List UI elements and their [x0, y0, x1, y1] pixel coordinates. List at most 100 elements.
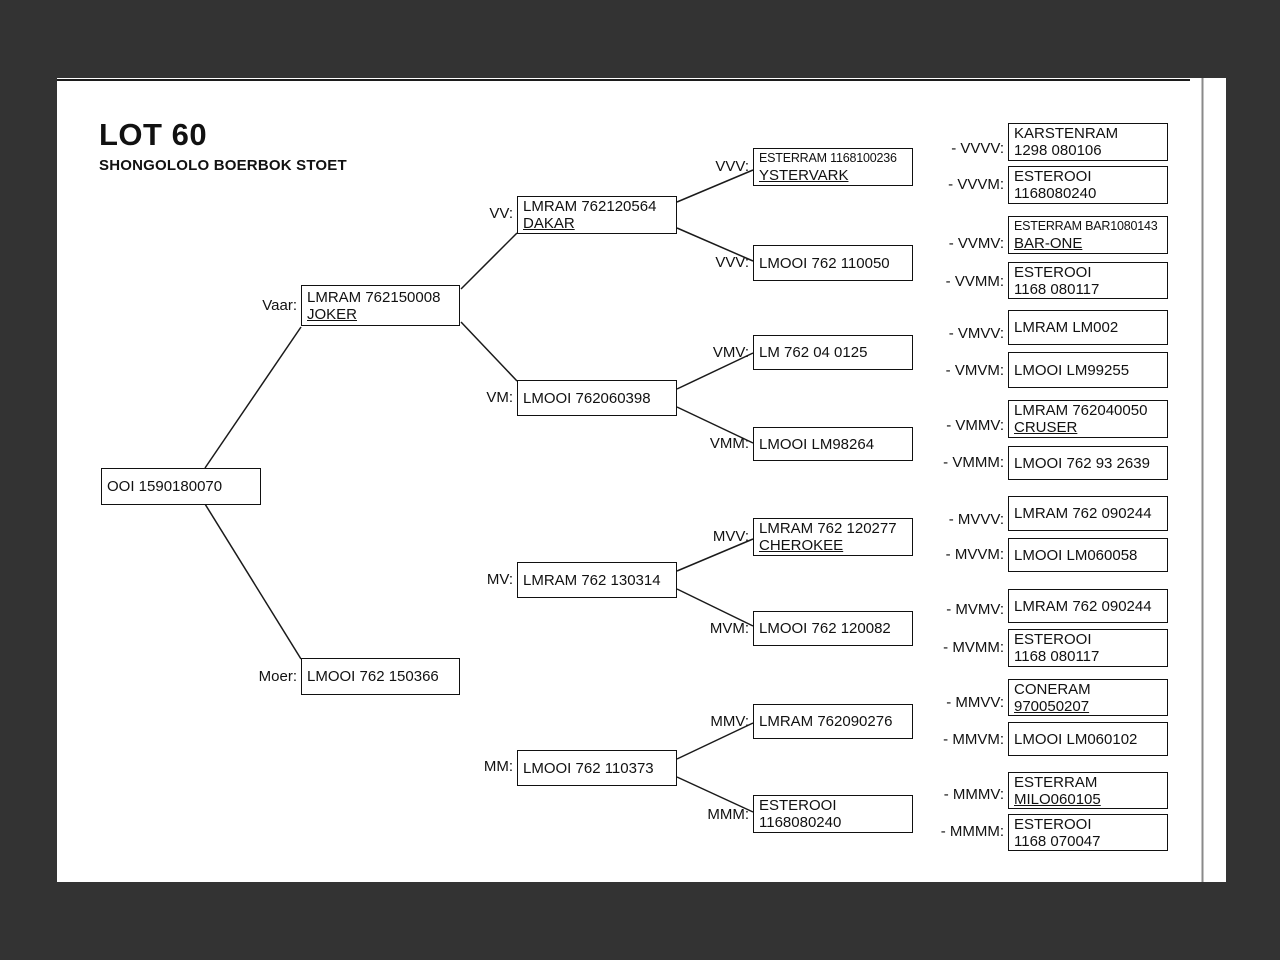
animal-name: CHEROKEE [759, 537, 844, 554]
animal-id: ESTERRAM 1168100236 [759, 151, 897, 165]
animal-name: BAR-ONE [1014, 235, 1083, 252]
animal-id: LMRAM 762040050 [1014, 402, 1148, 419]
pedigree-box-subject: OOI 1590180070 [101, 468, 261, 505]
pedigree-box-vv: LMRAM 762120564 DAKAR [517, 196, 677, 234]
animal-id-2: 1168 070047 [1014, 832, 1101, 850]
generation-label-vvvv: - VVVV: [951, 140, 1004, 157]
animal-id-2: 1298 080106 [1014, 142, 1102, 159]
animal-id: LMOOI LM98264 [759, 435, 875, 453]
generation-label-mmvm: - MMVM: [943, 731, 1004, 748]
generation-label-vmmm: - VMMM: [943, 454, 1004, 471]
animal-id: LMOOI LM99255 [1014, 361, 1130, 379]
generation-label-mvvv: - MVVV: [948, 511, 1004, 528]
animal-id: LMOOI 762 110050 [759, 254, 890, 272]
animal-id: CONERAM [1014, 680, 1091, 698]
animal-name: MILO060105 [1014, 790, 1101, 808]
generation-label-mvvm: - MVVM: [945, 546, 1004, 563]
pedigree-box-mv: LMRAM 762 130314 [517, 562, 677, 598]
pedigree-box-mvvv: LMRAM 762 090244 [1008, 496, 1168, 531]
animal-id: LMRAM LM002 [1014, 319, 1119, 336]
pedigree-box-mmv: LMRAM 762090276 [753, 704, 913, 739]
pedigree-box-vvmv: ESTERRAM BAR1080143 BAR-ONE [1008, 216, 1168, 254]
animal-id: ESTEROOI [1014, 168, 1092, 185]
generation-label-vaar: Vaar: [262, 297, 297, 314]
pedigree-box-vmmm: LMOOI 762 93 2639 [1008, 446, 1168, 480]
animal-id: ESTERRAM BAR1080143 [1014, 219, 1158, 233]
pedigree-box-mvv: LMRAM 762 120277 CHEROKEE [753, 518, 913, 556]
animal-id: LMOOI LM060102 [1014, 730, 1138, 748]
animal-id: ESTERRAM [1014, 773, 1098, 791]
page-subtitle: SHONGOLOLO BOERBOK STOET [99, 157, 347, 174]
animal-id: LMOOI 762 150366 [307, 668, 439, 685]
generation-label-vvm: VVV: [715, 254, 749, 271]
animal-id: LMOOI 762 120082 [759, 620, 891, 637]
animal-name: JOKER [307, 305, 358, 323]
pedigree-box-vmv: LM 762 04 0125 [753, 335, 913, 370]
pedigree-box-vvvv: KARSTENRAM 1298 080106 [1008, 123, 1168, 161]
animal-id: LMRAM 762 090244 [1014, 597, 1152, 615]
animal-id: LMOOI 762 110373 [523, 759, 654, 777]
pedigree-box-mvvm: LMOOI LM060058 [1008, 538, 1168, 572]
animal-id: LMRAM 762090276 [759, 713, 893, 730]
pedigree-box-vmvv: LMRAM LM002 [1008, 310, 1168, 345]
animal-id-2: 1168080240 [759, 814, 842, 831]
pedigree-box-vvmm: ESTEROOI 1168 080117 [1008, 262, 1168, 299]
pedigree-box-vm: LMOOI 762060398 [517, 380, 677, 416]
pedigree-box-vvvm: ESTEROOI 1168080240 [1008, 166, 1168, 204]
pedigree-box-mmvm: LMOOI LM060102 [1008, 722, 1168, 756]
generation-label-mvmv: - MVMV: [946, 601, 1004, 618]
animal-id: ESTEROOI [1014, 263, 1092, 281]
animal-id-2: 1168080240 [1014, 185, 1097, 202]
generation-label-mv: MV: [486, 571, 513, 588]
generation-label-moer: Moer: [258, 668, 297, 685]
pedigree-box-mother: LMOOI 762 150366 [301, 658, 460, 695]
generation-label-mvm: MVM: [709, 620, 749, 637]
generation-label-vmmv: - VMMV: [946, 417, 1004, 434]
pedigree-box-mm: LMOOI 762 110373 [517, 750, 677, 786]
page-title: LOT 60 [99, 117, 208, 152]
animal-id: LMOOI 762060398 [523, 389, 651, 407]
generation-label-vm: VM: [486, 389, 513, 406]
generation-label-vvmm: - VVMM: [945, 273, 1004, 290]
animal-id: LMRAM 762 120277 [759, 520, 897, 537]
generation-label-mmmv: - MMMV: [943, 786, 1004, 803]
generation-label-mmv: MMV: [710, 713, 749, 730]
pedigree-box-vmmv: LMRAM 762040050 CRUSER [1008, 400, 1168, 438]
pedigree-box-mmmm: ESTEROOI 1168 070047 [1008, 814, 1168, 851]
generation-label-mmmm: - MMMM: [940, 823, 1004, 840]
pedigree-box-mmvv: CONERAM 970050207 [1008, 679, 1168, 716]
pedigree-box-vvv: ESTERRAM 1168100236 YSTERVARK [753, 148, 913, 186]
pedigree-box-vvm: LMOOI 762 110050 [753, 245, 913, 281]
generation-label-vvmv: - VVMV: [948, 235, 1004, 252]
generation-label-vv: VV: [489, 205, 513, 222]
pedigree-box-vmm: LMOOI LM98264 [753, 427, 913, 461]
animal-id-2: 1168 080117 [1014, 280, 1100, 298]
generation-label-vvv: VVV: [715, 158, 749, 175]
animal-name: YSTERVARK [759, 167, 849, 184]
animal-id-2: 1168 080117 [1014, 648, 1100, 665]
pedigree-box-mvmm: ESTEROOI 1168 080117 [1008, 629, 1168, 667]
animal-name: DAKAR [523, 215, 575, 232]
animal-id: LMRAM 762150008 [307, 288, 441, 306]
pedigree-box-mmmv: ESTERRAM MILO060105 [1008, 772, 1168, 809]
generation-label-vmv: VMV: [712, 344, 749, 361]
animal-id: LMRAM 762 090244 [1014, 505, 1152, 522]
animal-id: LM 762 04 0125 [759, 344, 868, 361]
generation-label-mvmm: - MVMM: [943, 639, 1004, 656]
animal-id: ESTEROOI [759, 797, 837, 814]
animal-name: CRUSER [1014, 419, 1078, 436]
pedigree-box-father: LMRAM 762150008 JOKER [301, 285, 460, 326]
generation-label-mmm: MMM: [707, 806, 749, 823]
generation-label-vmm: VMM: [709, 435, 749, 452]
pedigree-box-mmm: ESTEROOI 1168080240 [753, 795, 913, 833]
generation-label-mm: MM: [483, 758, 513, 775]
animal-id: LMOOI 762 93 2639 [1014, 454, 1150, 472]
animal-id: ESTEROOI [1014, 815, 1092, 833]
animal-id: LMOOI LM060058 [1014, 546, 1138, 564]
animal-id: LMRAM 762 130314 [523, 571, 661, 589]
generation-label-vmvv: - VMVV: [948, 325, 1004, 342]
pedigree-box-mvmv: LMRAM 762 090244 [1008, 589, 1168, 623]
animal-name: 970050207 [1014, 697, 1090, 715]
animal-id: ESTEROOI [1014, 631, 1092, 648]
